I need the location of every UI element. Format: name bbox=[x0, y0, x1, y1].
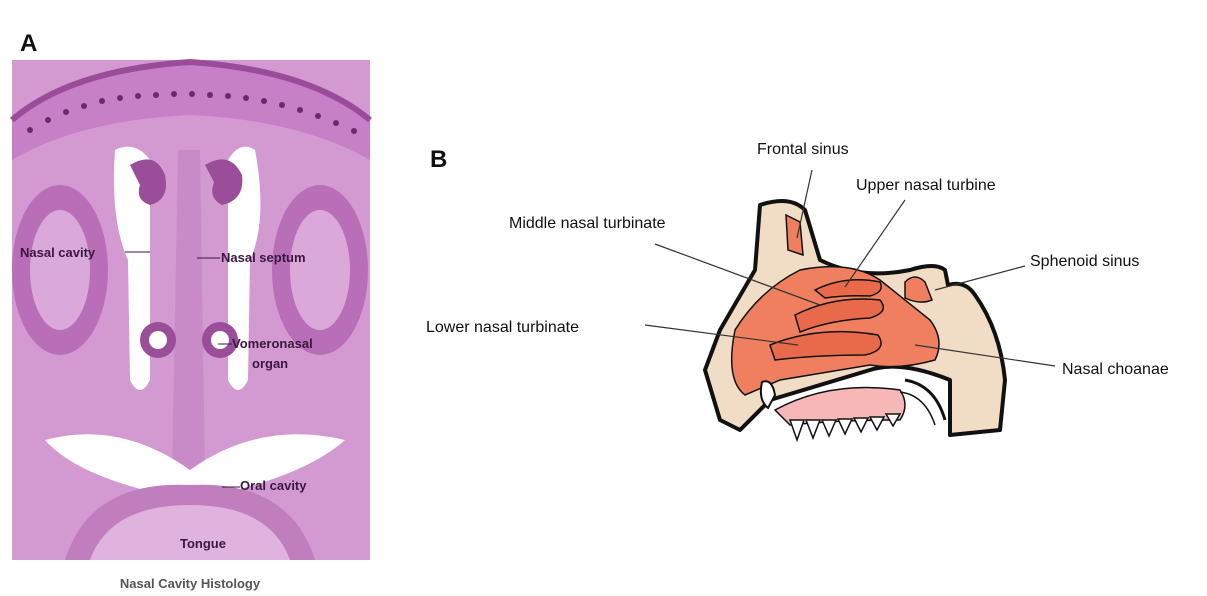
label-vomeronasal-line1: Vomeronasal bbox=[232, 336, 313, 351]
nasal-cavity-diagram bbox=[705, 201, 1005, 440]
label-nasal-cavity: Nasal cavity bbox=[20, 245, 96, 260]
label-lower-nasal-turbinate: Lower nasal turbinate bbox=[426, 319, 579, 336]
label-sphenoid-sinus: Sphenoid sinus bbox=[1030, 253, 1139, 270]
label-upper-nasal-turbine: Upper nasal turbine bbox=[856, 177, 996, 194]
label-vomeronasal-line2: organ bbox=[252, 356, 288, 371]
label-frontal-sinus: Frontal sinus bbox=[757, 141, 849, 158]
label-oral-cavity: Oral cavity bbox=[240, 478, 307, 493]
histology-image bbox=[12, 60, 370, 560]
label-nasal-choanae: Nasal choanae bbox=[1062, 361, 1169, 378]
label-middle-nasal-turbinate: Middle nasal turbinate bbox=[509, 215, 666, 232]
label-tongue: Tongue bbox=[180, 536, 226, 551]
histology-caption: Nasal Cavity Histology bbox=[60, 576, 320, 591]
label-nasal-septum: Nasal septum bbox=[221, 250, 306, 265]
